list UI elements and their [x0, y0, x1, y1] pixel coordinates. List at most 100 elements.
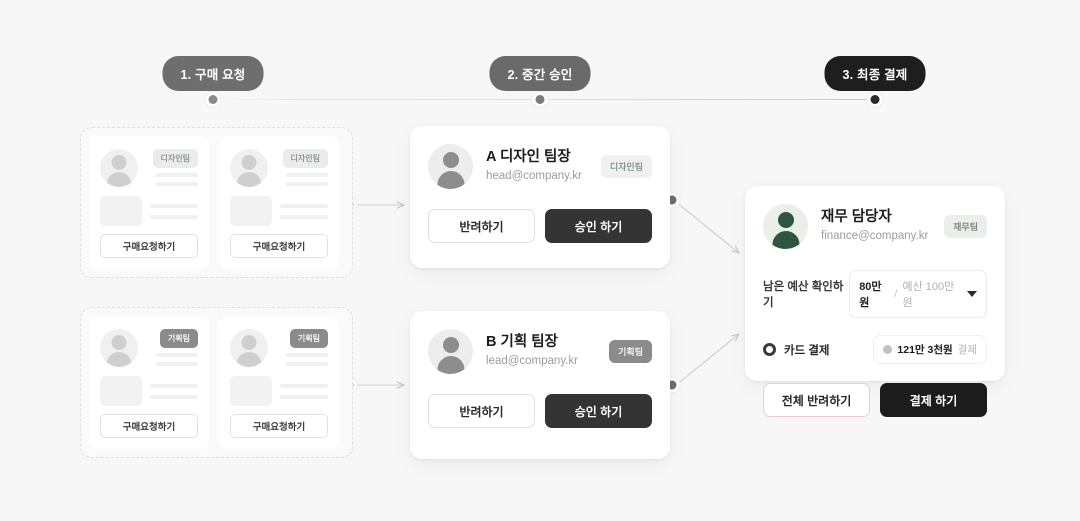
connector-node-approval-2 [667, 380, 677, 390]
purchase-request-button[interactable]: 구매요청하기 [100, 414, 198, 438]
connector-node-approval-1 [667, 195, 677, 205]
timeline-dot-step-1 [208, 95, 218, 104]
request-card-meta: 디자인팀 [275, 149, 328, 186]
placeholder-line [150, 383, 198, 388]
approver-header: A 디자인 팀장 head@company.kr 디자인팀 [428, 144, 652, 189]
request-card-body [100, 376, 198, 406]
placeholder-line [155, 353, 198, 357]
team-badge: 디자인팀 [152, 149, 198, 168]
placeholder-line [280, 214, 328, 219]
payment-actions: 전체 반려하기 결제 하기 [763, 383, 987, 417]
chevron-down-icon [967, 291, 977, 297]
request-card[interactable]: 기획팀 구매요청하기 [89, 316, 209, 449]
placeholder-lines [280, 376, 328, 406]
approver-meta: A 디자인 팀장 head@company.kr [486, 148, 588, 185]
user-avatar-icon [428, 144, 473, 189]
placeholder-line [150, 214, 198, 219]
pay-button[interactable]: 결제 하기 [880, 383, 987, 417]
reject-button[interactable]: 반려하기 [428, 394, 535, 428]
approval-card-design: A 디자인 팀장 head@company.kr 디자인팀 반려하기 승인 하기 [410, 126, 670, 268]
payment-amount-value: 121만 3천원 [897, 344, 953, 356]
placeholder-line [285, 182, 328, 186]
payment-method-row: 카드 결제 121만 3천원 결제 [763, 335, 987, 364]
approve-button[interactable]: 승인 하기 [545, 209, 652, 243]
budget-total-value: 예산 100만원 [902, 281, 955, 309]
placeholder-line [285, 173, 328, 177]
placeholder-block [230, 196, 272, 226]
reject-all-button[interactable]: 전체 반려하기 [763, 383, 870, 417]
purchase-request-button[interactable]: 구매요청하기 [230, 234, 328, 258]
request-card-body [100, 196, 198, 226]
request-card[interactable]: 디자인팀 구매요청하기 [89, 136, 209, 269]
timeline-dot-step-2 [535, 95, 545, 104]
request-group-planning: 기획팀 구매요청하기 기획팀 [80, 307, 353, 458]
budget-row: 남은 예산 확인하기 80만원 / 예산 100만원 [763, 270, 987, 318]
placeholder-lines [150, 376, 198, 406]
step-badge-2: 2. 중간 승인 [489, 56, 591, 91]
payment-method-label: 카드 결제 [784, 344, 830, 357]
approver-meta: B 기획 팀장 lead@company.kr [486, 333, 596, 370]
request-card-meta: 디자인팀 [145, 149, 198, 186]
step-badge-1: 1. 구매 요청 [162, 56, 264, 91]
request-card-body [230, 196, 328, 226]
payment-card: 재무 담당자 finance@company.kr 재무팀 남은 예산 확인하기… [745, 186, 1005, 417]
placeholder-line [285, 353, 328, 357]
approver-name: B 기획 팀장 [486, 334, 558, 351]
placeholder-line [155, 173, 198, 177]
team-badge: 재무팀 [944, 215, 987, 238]
request-card-meta: 기획팀 [145, 329, 198, 366]
purchase-request-button[interactable]: 구매요청하기 [230, 414, 328, 438]
timeline-dot-step-3 [870, 95, 880, 104]
payer-email: finance@company.kr [821, 229, 929, 242]
approval-card-planning: B 기획 팀장 lead@company.kr 기획팀 반려하기 승인 하기 [410, 311, 670, 459]
payer-name: 재무 담당자 [821, 209, 892, 226]
team-badge: 기획팀 [159, 329, 198, 348]
team-badge: 기획팀 [289, 329, 328, 348]
placeholder-lines [150, 196, 198, 226]
placeholder-line [155, 182, 198, 186]
user-avatar-icon [428, 329, 473, 374]
payment-amount-chip: 121만 3천원 결제 [873, 335, 987, 364]
team-badge: 기획팀 [609, 340, 652, 363]
budget-label: 남은 예산 확인하기 [763, 281, 844, 309]
placeholder-line [280, 203, 328, 208]
user-avatar-icon [763, 204, 808, 249]
request-card-header: 기획팀 [100, 329, 198, 367]
approver-header: B 기획 팀장 lead@company.kr 기획팀 [428, 329, 652, 374]
approver-name: A 디자인 팀장 [486, 149, 571, 166]
budget-remaining-value: 80만원 [859, 281, 882, 309]
request-group-design: 디자인팀 구매요청하기 디자인팀 [80, 127, 353, 278]
payer-meta: 재무 담당자 finance@company.kr [821, 208, 931, 245]
request-card-header: 디자인팀 [230, 149, 328, 187]
placeholder-block [100, 196, 142, 226]
card-payment-radio-option[interactable]: 카드 결제 [763, 342, 830, 358]
request-card-header: 디자인팀 [100, 149, 198, 187]
request-card-meta: 기획팀 [275, 329, 328, 366]
approver-email: head@company.kr [486, 169, 582, 182]
user-avatar-icon [100, 149, 138, 187]
request-card[interactable]: 기획팀 구매요청하기 [219, 316, 339, 449]
payer-header: 재무 담당자 finance@company.kr 재무팀 [763, 204, 987, 249]
user-avatar-icon [100, 329, 138, 367]
radio-selected-icon[interactable] [763, 343, 776, 356]
step-badge-3: 3. 최종 결제 [824, 56, 926, 91]
coin-icon [883, 345, 893, 354]
approval-actions: 반려하기 승인 하기 [428, 394, 652, 428]
approval-actions: 반려하기 승인 하기 [428, 209, 652, 243]
placeholder-line [150, 203, 198, 208]
placeholder-line [280, 383, 328, 388]
request-card-body [230, 376, 328, 406]
placeholder-line [280, 394, 328, 399]
reject-button[interactable]: 반려하기 [428, 209, 535, 243]
placeholder-lines [280, 196, 328, 226]
placeholder-line [155, 362, 198, 366]
request-card[interactable]: 디자인팀 구매요청하기 [219, 136, 339, 269]
placeholder-block [100, 376, 142, 406]
team-badge: 디자인팀 [600, 155, 652, 178]
budget-dropdown[interactable]: 80만원 / 예산 100만원 [849, 270, 987, 318]
budget-separator: / [894, 288, 898, 300]
request-card-header: 기획팀 [230, 329, 328, 367]
purchase-request-button[interactable]: 구매요청하기 [100, 234, 198, 258]
approve-button[interactable]: 승인 하기 [545, 394, 652, 428]
